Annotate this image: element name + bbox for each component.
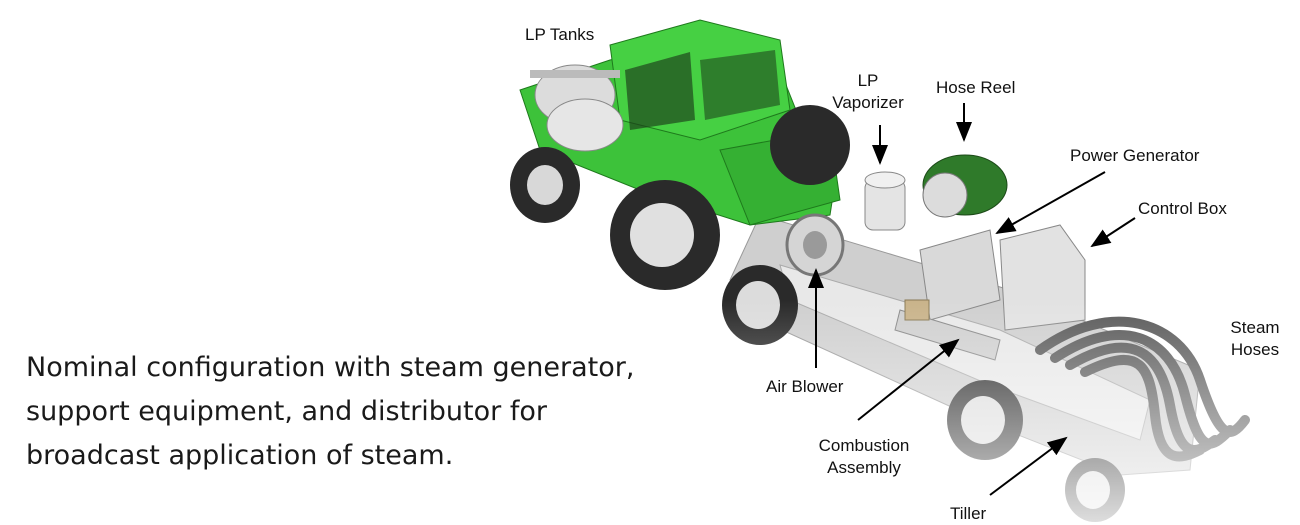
caption-line3: broadcast application of steam. <box>26 440 454 471</box>
arrow-combustion <box>857 338 960 421</box>
air-blower <box>785 213 845 277</box>
label-combustion-assembly: Combustion Assembly <box>806 435 922 479</box>
label-tiller: Tiller <box>950 504 987 523</box>
lp-tanks <box>530 64 624 152</box>
label-steam-hoses: Steam Hoses <box>1222 317 1288 361</box>
pointer-arrows <box>808 103 1136 496</box>
label-steam-hoses-line2: Hoses <box>1230 340 1280 359</box>
label-lp-vaporizer-line2: Vaporizer <box>832 93 904 112</box>
figure-caption: Nominal configuration with steam generat… <box>26 346 635 478</box>
label-lp-tanks: LP Tanks <box>525 25 595 44</box>
label-lp-vaporizer: LP Vaporizer <box>820 70 916 114</box>
label-lp-vaporizer-line1: LP <box>857 71 879 90</box>
caption-line1: Nominal configuration with steam generat… <box>26 352 635 383</box>
hose-reel <box>922 154 1008 218</box>
arrow-control-box <box>1090 217 1136 248</box>
label-steam-hoses-line1: Steam <box>1230 318 1280 337</box>
label-power-generator: Power Generator <box>1070 146 1200 165</box>
label-control-box: Control Box <box>1138 199 1227 218</box>
fade-overlay <box>500 300 1300 524</box>
label-combustion-line2: Assembly <box>827 458 901 477</box>
label-air-blower: Air Blower <box>766 377 844 396</box>
label-hose-reel: Hose Reel <box>936 78 1016 97</box>
tractor-wheels <box>510 105 850 290</box>
arrow-tiller <box>989 436 1068 496</box>
label-combustion-line1: Combustion <box>818 436 910 455</box>
caption-line2: support equipment, and distributor for <box>26 396 547 427</box>
arrow-power-generator <box>995 171 1106 234</box>
lp-vaporizer <box>864 171 906 231</box>
